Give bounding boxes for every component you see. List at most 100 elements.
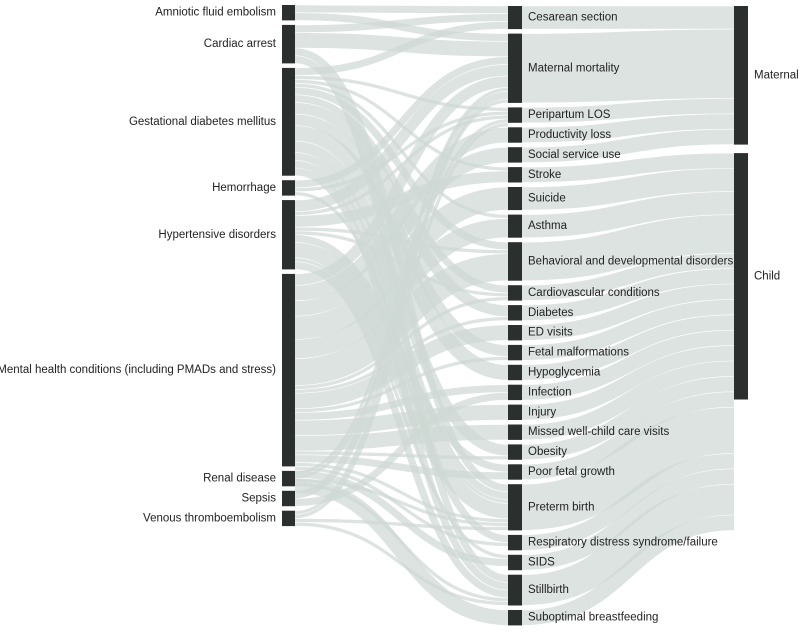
outcome-node-ed-visits [508,325,522,341]
source-label-cardiac-arrest: Cardiac arrest [204,38,277,50]
link-s_vte-o_pb [294,518,509,531]
source-node-mental-health-conditions-including-pmads-and-stress [282,273,295,467]
outcome-node-suicide [508,187,522,211]
link-s_mh-o_mwc [294,424,509,451]
link-s_hyp-o_str [294,171,509,227]
outcome-node-injury [508,404,522,420]
link-s_sep-o_mm [294,91,509,499]
outcome-label-stillbirth: Stillbirth [528,584,569,596]
outcome-node-asthma [508,214,522,238]
link-o_fm-g_chi [521,299,735,360]
link-s_mh-o_inj [294,404,509,436]
link-o_pb-g_chi [521,407,735,531]
link-s_vte-o_plos [294,123,509,519]
outcome-label-asthma: Asthma [528,220,568,232]
link-s_mh-o_inf [294,385,509,420]
group-label-maternal: Maternal [754,69,799,81]
link-o_hypo-g_chi [521,315,735,380]
flow-links [294,5,735,626]
group-label-child: Child [754,270,780,282]
group-node-child [734,153,748,400]
outcome-label-hypoglycemia: Hypoglycemia [528,367,601,379]
outcome-label-behavioral-and-developmental-disorders: Behavioral and developmental disorders [528,255,733,267]
outcome-node-infection [508,384,522,401]
source-label-venous-thromboembolism: Venous thromboembolism [143,512,276,524]
source-node-hypertensive-disorders [282,200,295,270]
link-s_ren-o_mm [294,87,509,475]
outcome-label-ed-visits: ED visits [528,327,573,339]
link-s_hyp-o_mm [294,64,509,212]
outcome-node-sids [508,554,522,571]
link-s_mh-o_obe [294,451,509,460]
group-node-maternal [734,6,748,145]
link-o_ssu-g_mat [521,129,735,163]
outcome-label-productivity-loss: Productivity loss [528,129,611,141]
link-s_mh-o_fm [294,356,509,413]
outcome-label-suicide: Suicide [528,193,566,205]
source-node-renal-disease [282,470,295,487]
link-o_prod-g_mat [521,114,735,143]
link-s_mh-o_ed [294,325,509,409]
outcome-label-suboptimal-breastfeeding: Suboptimal breastfeeding [528,612,658,624]
source-label-renal-disease: Renal disease [203,473,276,485]
source-label-gestational-diabetes-mellitus: Gestational diabetes mellitus [129,116,276,128]
source-label-sepsis: Sepsis [241,493,276,505]
outcome-node-social-service-use [508,147,522,163]
link-o_bdd-g_chi [521,215,735,281]
link-o_str-g_chi [521,153,735,183]
outcome-label-maternal-mortality: Maternal mortality [528,62,620,74]
outcome-label-diabetes: Diabetes [528,307,574,319]
outcome-label-preterm-birth: Preterm birth [528,501,594,513]
link-o_mwc-g_chi [521,361,735,440]
link-s_ca-o_ces [294,14,509,33]
outcome-label-fetal-malformations: Fetal malformations [528,347,629,359]
link-o_plos-g_mat [521,98,735,123]
outcome-node-diabetes [508,305,522,321]
link-o_pfg-g_chi [521,392,735,480]
outcome-node-obesity [508,444,522,460]
link-o_cvc-g_chi [521,253,735,301]
outcome-node-cesarean-section [508,6,522,30]
source-label-amniotic-fluid-embolism: Amniotic fluid embolism [155,7,276,19]
outcome-label-social-service-use: Social service use [528,149,621,161]
link-o_sui-g_chi [521,168,735,210]
outcome-label-peripartum-los: Peripartum LOS [528,109,611,121]
source-label-hypertensive-disorders: Hypertensive disorders [158,229,276,241]
link-o_rds-g_chi [521,453,735,550]
outcome-node-fetal-malformations [508,344,522,361]
source-node-amniotic-fluid-embolism [282,5,295,21]
outcome-node-hypoglycemia [508,364,522,381]
outcome-node-behavioral-and-developmental-disorders [508,242,522,281]
outcome-label-respiratory-distress-syndrome-failure: Respiratory distress syndrome/failure [528,537,718,549]
outcome-node-stroke [508,167,522,183]
link-s_vte-o_sb [294,522,509,606]
link-o_obe-g_chi [521,376,735,460]
link-o_inj-g_chi [521,345,735,420]
source-node-gestational-diabetes-mellitus [282,67,295,176]
link-s_ren-o_sb [294,482,509,602]
link-o_ast-g_chi [521,191,735,238]
outcome-node-maternal-mortality [508,33,522,103]
outcome-node-stillbirth [508,574,522,606]
link-s_mh-o_sui [294,187,509,340]
link-s_mh-o_mm [294,76,509,286]
link-o_inf-g_chi [521,330,735,400]
link-s_gdm-o_ces [294,21,509,76]
source-label-hemorrhage: Hemorrhage [212,182,276,194]
outcome-label-obesity: Obesity [528,446,567,458]
outcome-node-suboptimal-breastfeeding [508,610,522,626]
outcome-label-sids: SIDS [528,557,555,569]
outcome-label-infection: Infection [528,386,571,398]
outcome-node-peripartum-los [508,107,522,123]
link-o_dia-g_chi [521,268,735,321]
source-node-venous-thromboembolism [282,510,295,527]
source-node-cardiac-arrest [282,24,295,64]
outcome-label-missed-well-child-care-visits: Missed well-child care visits [528,426,669,438]
outcome-node-productivity-loss [508,127,522,143]
link-o_sb-g_chi [521,484,735,606]
outcome-node-preterm-birth [508,484,522,531]
link-o_sids-g_chi [521,469,735,570]
outcome-node-poor-fetal-growth [508,464,522,480]
link-s_vte-o_mm [294,99,509,515]
